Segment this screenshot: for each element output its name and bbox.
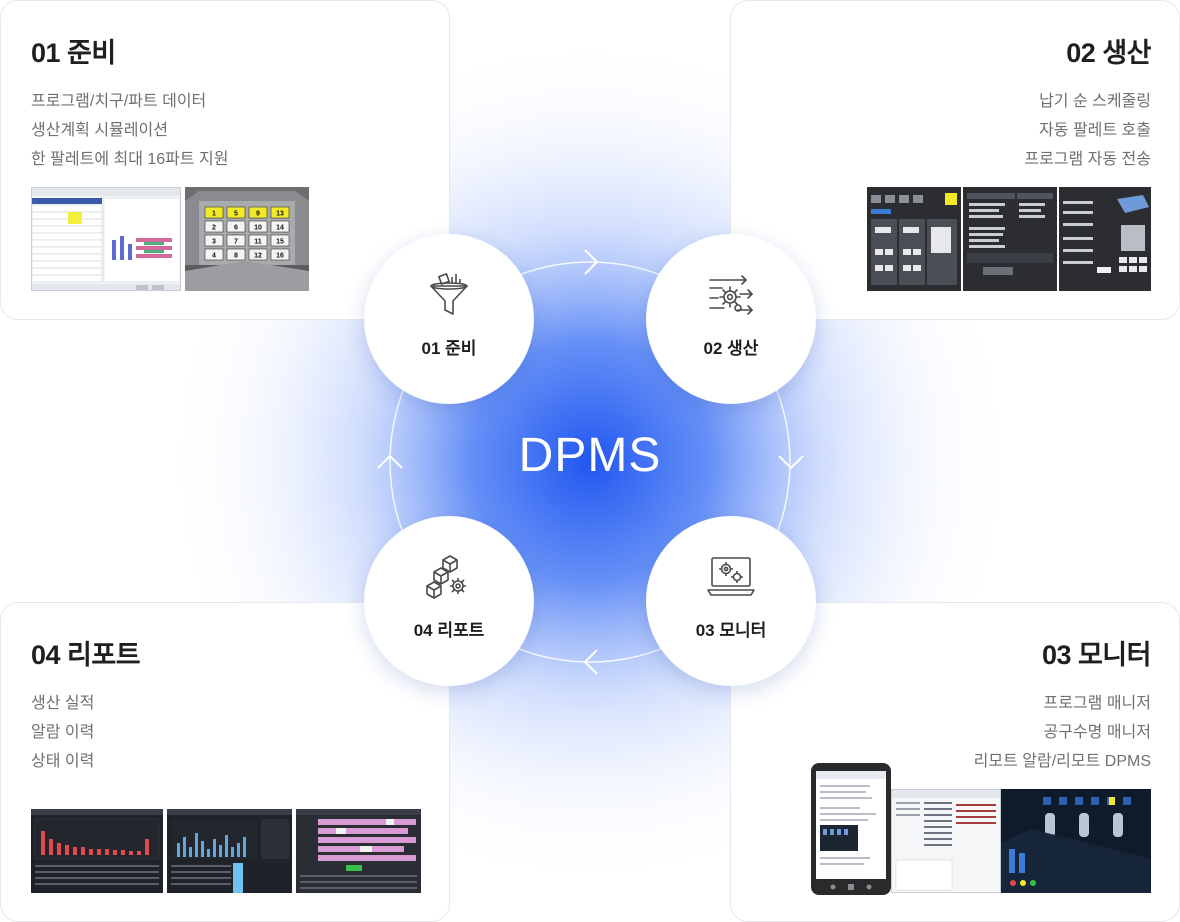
- screenshot-alarm-history: [167, 809, 292, 893]
- list-item: 프로그램 매니저: [1043, 695, 1152, 712]
- node-prepare[interactable]: 01 준비: [364, 234, 534, 404]
- pallet-cell-number: 5: [234, 211, 238, 218]
- card-prepare-list: 프로그램/치구/파트 데이터 생산계획 시뮬레이션 한 팔레트에 최대 16파트…: [31, 87, 229, 174]
- orbit-arrow-left: [377, 454, 403, 469]
- pallet-cell-number: 14: [276, 225, 284, 232]
- list-item: 한 팔레트에 최대 16파트 지원: [31, 151, 229, 168]
- screenshot-status-history: [296, 809, 421, 893]
- card-monitor: 03 모니터 프로그램 매니저 공구수명 매니저 리모트 알람/리모트 DPMS: [730, 602, 1180, 922]
- node-report-label: 04 리포트: [413, 621, 485, 640]
- pallet-cell: [204, 206, 224, 219]
- pallet-cell: [204, 220, 224, 233]
- card-report-title: 04 리포트: [31, 640, 141, 670]
- pallet-cell-number: 4: [212, 253, 216, 260]
- node-report[interactable]: 04 리포트: [364, 516, 534, 686]
- screenshot-planning-table: [31, 187, 181, 291]
- screenshot-production-report: [31, 809, 163, 893]
- screenshot-pallet-call: [963, 187, 1057, 291]
- pallet-cell: [270, 234, 290, 247]
- pallet-cell-number: 6: [234, 225, 238, 232]
- node-prepare-label: 01 준비: [421, 339, 477, 358]
- pallet-cell: [248, 220, 268, 233]
- gears-arrows-icon: [709, 275, 753, 315]
- pallet-cell: [226, 248, 246, 261]
- pallet-cell-number: 10: [254, 225, 262, 232]
- pallet-cell: [204, 248, 224, 261]
- pallet-cell-number: 11: [254, 239, 262, 246]
- card-report: 04 리포트 생산 실적 알람 이력 상태 이력: [0, 602, 450, 922]
- card-monitor-title: 03 모니터: [1041, 640, 1152, 670]
- list-item: 상태 이력: [31, 753, 95, 770]
- boxes-gear-icon: [426, 555, 466, 599]
- screenshot-remote-dpms: [1001, 789, 1151, 893]
- list-item: 공구수명 매니저: [1043, 724, 1152, 741]
- pallet-cell-number: 1: [212, 211, 216, 218]
- pallet-cell: [226, 206, 246, 219]
- card-prepare: 01 준비 프로그램/치구/파트 데이터 생산계획 시뮬레이션 한 팔레트에 최…: [0, 0, 450, 320]
- laptop-gears-icon: [707, 557, 755, 596]
- pallet-cell: [226, 220, 246, 233]
- list-item: 생산 실적: [31, 695, 95, 712]
- node-monitor[interactable]: 03 모니터: [646, 516, 816, 686]
- card-produce: 02 생산 납기 순 스케줄링 자동 팔레트 호출 프로그램 자동 전송: [730, 0, 1180, 320]
- pallet-cell-number: 16: [276, 253, 284, 260]
- pallet-cell: [270, 220, 290, 233]
- orbit-arrow-right: [778, 455, 804, 470]
- list-item: 리모트 알람/리모트 DPMS: [973, 753, 1151, 770]
- node-produce-label: 02 생산: [703, 339, 759, 358]
- screenshot-tool-life: [891, 789, 1001, 893]
- pallet-cell-number: 8: [234, 253, 238, 260]
- screenshot-program-transfer: [1059, 187, 1151, 291]
- card-report-list: 생산 실적 알람 이력 상태 이력: [31, 689, 94, 776]
- pallet-cell-number: 15: [276, 239, 284, 246]
- orbit-arrow-top: [584, 249, 599, 275]
- orbit-arrow-bottom: [583, 649, 598, 675]
- card-prepare-title: 01 준비: [31, 38, 116, 68]
- pallet-cell-number: 12: [254, 253, 262, 260]
- pallet-cell: [270, 206, 290, 219]
- node-monitor-label: 03 모니터: [695, 621, 767, 640]
- pallet-cell-number: 2: [212, 225, 216, 232]
- pallet-cell-number: 13: [276, 211, 284, 218]
- card-produce-list: 납기 순 스케줄링 자동 팔레트 호출 프로그램 자동 전송: [1024, 87, 1151, 174]
- pallet-cell: [226, 234, 246, 247]
- pallet-cell-number: 9: [256, 211, 260, 218]
- pallet-cell: [248, 206, 268, 219]
- funnel-chart-icon: [430, 273, 468, 315]
- list-item: 알람 이력: [31, 724, 95, 741]
- list-item: 자동 팔레트 호출: [1039, 122, 1151, 139]
- node-produce[interactable]: 02 생산: [646, 234, 816, 404]
- list-item: 프로그램/치구/파트 데이터: [31, 93, 207, 110]
- pallet-cell: [248, 234, 268, 247]
- card-monitor-list: 프로그램 매니저 공구수명 매니저 리모트 알람/리모트 DPMS: [974, 689, 1151, 776]
- pallet-cell: [270, 248, 290, 261]
- pallet-cell: [248, 248, 268, 261]
- list-item: 납기 순 스케줄링: [1039, 93, 1151, 110]
- center-title: DPMS: [518, 429, 662, 482]
- screenshot-scheduler: [867, 187, 961, 291]
- card-produce-title: 02 생산: [1066, 38, 1151, 68]
- pallet-cell-number: 7: [234, 239, 238, 246]
- pallet-cell-number: 3: [212, 239, 216, 246]
- list-item: 프로그램 자동 전송: [1024, 151, 1151, 168]
- screenshot-mobile-app: [811, 763, 891, 895]
- list-item: 생산계획 시뮬레이션: [31, 122, 168, 139]
- pallet-cell: [204, 234, 224, 247]
